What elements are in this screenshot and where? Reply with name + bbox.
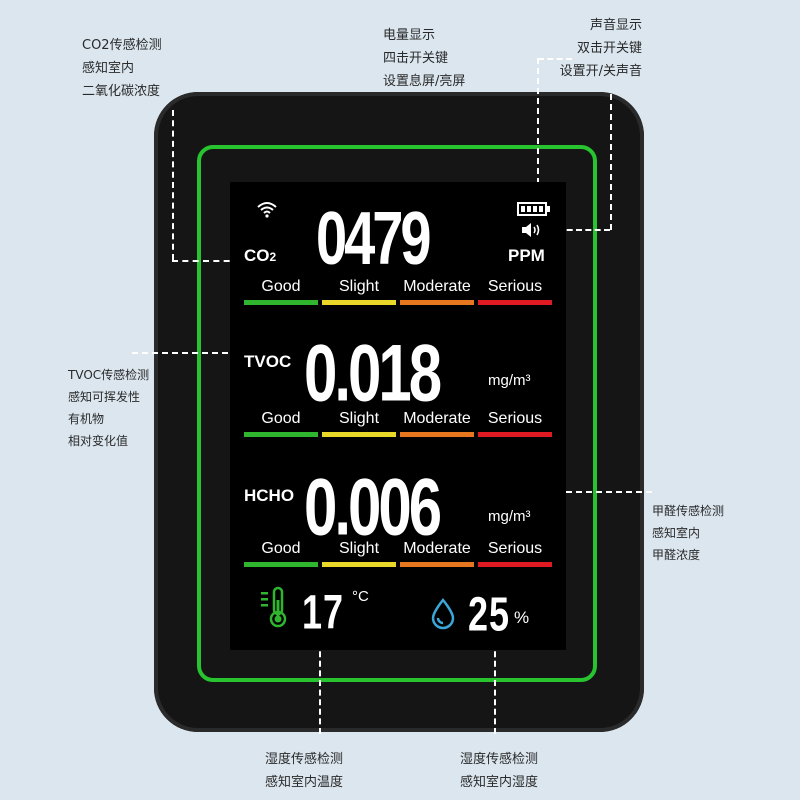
co2-value: 0479 (316, 195, 432, 281)
battery-line-h (538, 58, 572, 60)
moderate-bar (400, 300, 474, 305)
hcho-line-h (556, 491, 652, 493)
hcho-label: HCHO (244, 486, 295, 505)
green-frame (197, 145, 597, 682)
slight-bar (322, 300, 396, 305)
humidity-value: 25 (468, 586, 511, 642)
sound-line-h (548, 229, 610, 231)
slight-bar (322, 562, 396, 567)
tvoc-value: 0.018 (304, 327, 442, 418)
good-bar (244, 432, 318, 437)
level-good: Good (244, 278, 318, 305)
level-moderate: Moderate (400, 278, 474, 305)
level-slight: Slight (322, 410, 396, 437)
wifi-icon (257, 202, 277, 218)
thermometer-icon (261, 586, 287, 628)
tvoc-levels: Good Slight Moderate Serious (244, 410, 552, 437)
co2-label: CO2 (244, 246, 277, 265)
hcho-callout: 甲醛传感检测 感知室内 甲醛浓度 (652, 504, 725, 562)
temp-line-v (319, 632, 321, 734)
level-serious: Serious (478, 410, 552, 437)
moderate-bar (400, 432, 474, 437)
level-serious: Serious (478, 540, 552, 567)
serious-bar (478, 300, 552, 305)
hcho-unit: mg/m³ (488, 508, 531, 525)
co2-unit: PPM (508, 246, 545, 265)
tvoc-line-h (132, 352, 228, 354)
level-good: Good (244, 410, 318, 437)
level-moderate: Moderate (400, 410, 474, 437)
humidity-unit: % (514, 608, 530, 627)
co2-levels: Good Slight Moderate Serious (244, 278, 552, 305)
serious-bar (478, 432, 552, 437)
level-slight: Slight (322, 278, 396, 305)
co2-line-v (172, 110, 174, 260)
level-slight: Slight (322, 540, 396, 567)
temperature-value: 17 (302, 584, 345, 640)
good-bar (244, 562, 318, 567)
sound-callout: 声音显示 双击开关键 设置开/关声音 (559, 18, 642, 79)
hcho-value: 0.006 (304, 461, 442, 552)
battery-line-v (537, 58, 539, 194)
tvoc-callout: TVOC传感检测 感知可挥发性 有机物 相对变化值 (68, 368, 150, 448)
co2-callout: CO2传感检测 感知室内 二氧化碳浓度 (82, 38, 162, 99)
hcho-levels: Good Slight Moderate Serious (244, 540, 552, 567)
temperature-unit: °C (352, 588, 369, 605)
co2-line-h (172, 260, 240, 262)
humidity-callout: 湿度传感检测 感知室内湿度 (460, 752, 539, 790)
level-moderate: Moderate (400, 540, 474, 567)
battery-icon (517, 202, 550, 216)
slight-bar (322, 432, 396, 437)
speaker-icon (522, 223, 540, 237)
level-serious: Serious (478, 278, 552, 305)
sound-line-v (610, 94, 612, 230)
tvoc-unit: mg/m³ (488, 372, 531, 389)
tvoc-label: TVOC (244, 352, 292, 371)
good-bar (244, 300, 318, 305)
humidity-line-v (494, 632, 496, 734)
serious-bar (478, 562, 552, 567)
moderate-bar (400, 562, 474, 567)
level-good: Good (244, 540, 318, 567)
lcd-screen: CO2 0479 PPM Good Slight Moderate Seriou… (230, 182, 566, 650)
water-drop-icon (431, 598, 455, 630)
temp-callout: 湿度传感检测 感知室内温度 (265, 752, 344, 790)
battery-callout: 电量显示 四击开关键 设置息屏/亮屏 (383, 28, 466, 89)
